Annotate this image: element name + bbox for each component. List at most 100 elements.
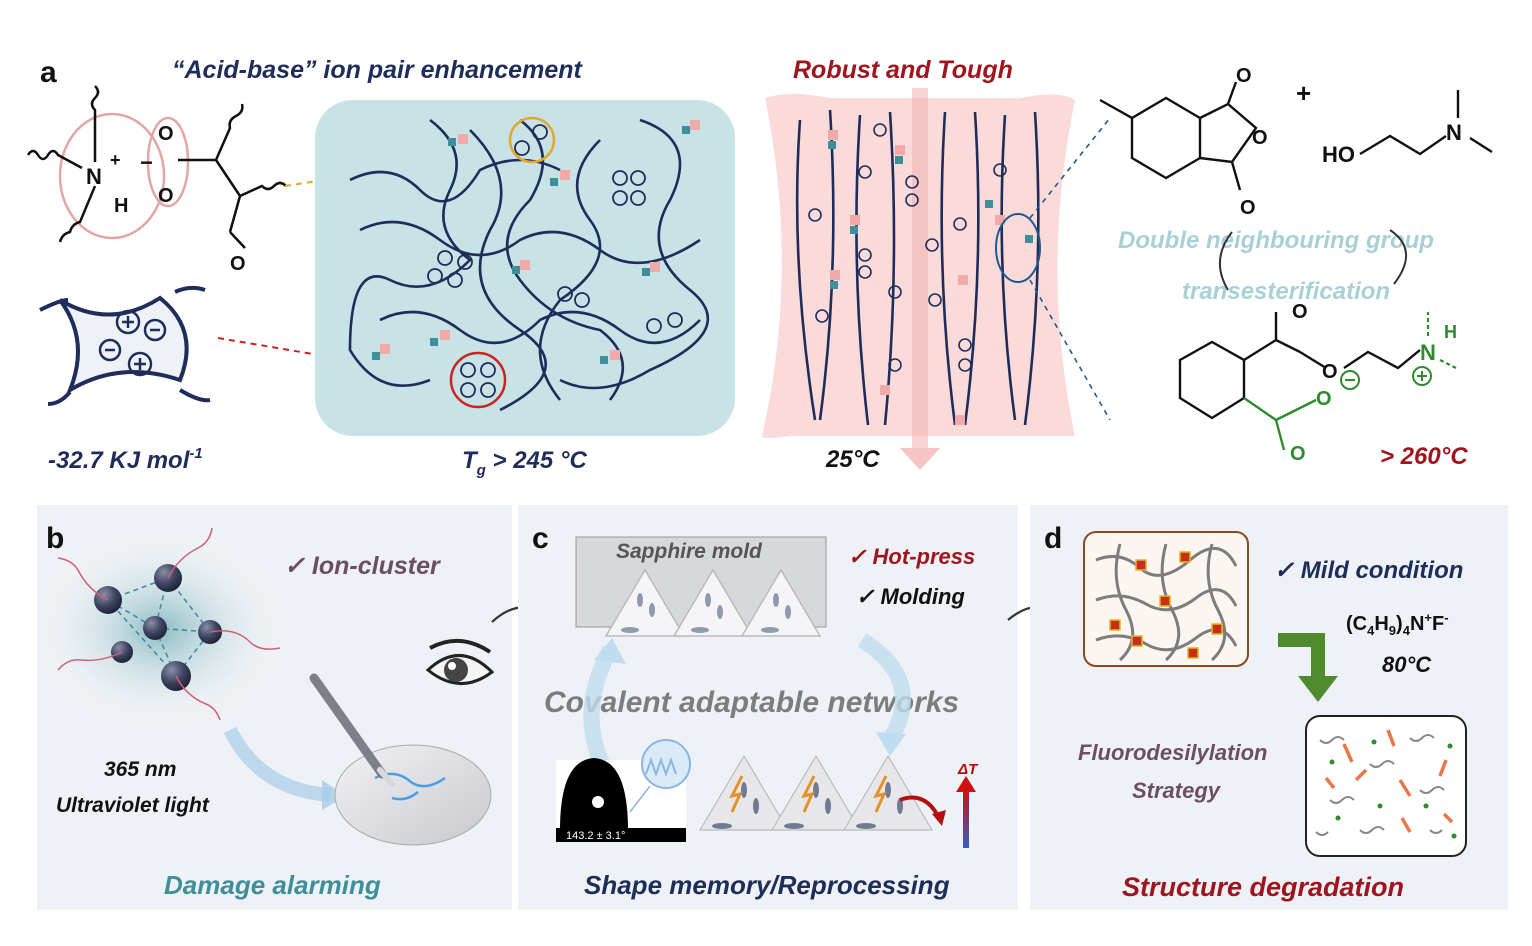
mechanism-line1: Double neighbouring group bbox=[1118, 227, 1434, 254]
dmae-ho-label: HO bbox=[1322, 142, 1355, 167]
scalpel-blade bbox=[377, 767, 395, 787]
panel-letter-c: c bbox=[532, 522, 549, 555]
recovery-arrow-head bbox=[932, 810, 946, 826]
mechanism-line2: transesterification bbox=[1182, 278, 1390, 305]
carboxylate-highlight-ellipse bbox=[146, 116, 190, 208]
delta-t-label: ΔT bbox=[957, 761, 979, 778]
uv-label: Ultraviolet light bbox=[56, 794, 210, 817]
ion-pair-highlight-yellow bbox=[508, 116, 556, 164]
surface-spikes bbox=[645, 757, 677, 777]
carbonyl-o-label: O bbox=[230, 253, 246, 275]
strategy-line2: Strategy bbox=[1132, 778, 1222, 803]
cycle-arrow-down-head bbox=[876, 732, 906, 756]
mechanism-arrow-right bbox=[1389, 229, 1408, 285]
water-droplet bbox=[560, 758, 628, 830]
robust-tough-label: Robust and Tough bbox=[793, 56, 1013, 84]
degradation-arrow-head bbox=[1298, 676, 1338, 702]
teal-units bbox=[372, 126, 690, 364]
ammonium-highlight-ellipse bbox=[58, 112, 166, 240]
mechanism-arrow-left bbox=[1218, 231, 1233, 291]
temperature-arrow-head bbox=[956, 776, 976, 792]
hot-press-label: ✓ Hot-press bbox=[848, 544, 975, 569]
panel-b-caption: Damage alarming bbox=[164, 870, 381, 900]
degradation-temp-label: > 260°C bbox=[1380, 443, 1468, 470]
aligned-pink-units bbox=[828, 130, 1005, 425]
product-methyls bbox=[1426, 312, 1457, 369]
carboxylate-o-bottom: O bbox=[158, 185, 174, 207]
ammonium-n-label: N bbox=[86, 164, 102, 189]
panel-c: c Sapphire mold ✓ Hot-press ✓ Molding Co… bbox=[518, 505, 1018, 910]
fluoride-dots bbox=[1329, 739, 1457, 839]
scalpel-icon bbox=[309, 673, 387, 779]
can-label: Covalent adaptable networks bbox=[544, 686, 959, 719]
binding-energy-label: -32.7 KJ mol-1 bbox=[48, 445, 203, 474]
contact-angle-value: 143.2 ± 3.1° bbox=[566, 830, 625, 842]
degradation-arrow bbox=[1278, 633, 1325, 680]
panel-a: a “Acid-base” ion pair enhancement N + H… bbox=[26, 56, 1493, 479]
uv-arrow-body bbox=[223, 726, 331, 802]
aligned-chains bbox=[795, 109, 1040, 426]
stretch-arrow-head bbox=[900, 448, 940, 470]
network-ion-symbols bbox=[427, 124, 683, 398]
silyl-crosslinks bbox=[1109, 551, 1223, 659]
reprocessed-mesogens bbox=[712, 782, 903, 829]
product-o-ester: O bbox=[1322, 361, 1338, 383]
zoom-connector-bottom bbox=[1029, 279, 1111, 421]
panel-d-caption: Structure degradation bbox=[1122, 872, 1404, 902]
droplet-highlight bbox=[592, 796, 604, 808]
product-minus-circle bbox=[1340, 370, 1360, 390]
panel-letter-d: d bbox=[1044, 522, 1062, 555]
ion-cluster-highlight-red bbox=[449, 351, 507, 409]
panel-letter-a: a bbox=[40, 56, 57, 89]
glass-transition-label: Tg > 245 °C bbox=[462, 447, 588, 479]
dmae-methyls bbox=[1456, 90, 1493, 154]
ammonium-chain-left bbox=[26, 149, 83, 170]
anhydride-o-top: O bbox=[1236, 65, 1252, 87]
product-o-carbonyl: O bbox=[1290, 443, 1306, 465]
zoom-line bbox=[629, 785, 651, 813]
product-n-label: N bbox=[1420, 340, 1436, 365]
substrate-bar bbox=[556, 828, 686, 842]
anhydride-o-bottom: O bbox=[1240, 197, 1256, 219]
mold-label: Sapphire mold bbox=[616, 540, 763, 563]
wavelength-label: 365 nm bbox=[104, 758, 176, 781]
aligned-teal-units bbox=[828, 141, 1033, 289]
polymer-chains bbox=[348, 118, 710, 412]
temperature-gradient-bar bbox=[963, 790, 969, 848]
reaction-temp-label: 80°C bbox=[1382, 652, 1432, 677]
polymer-tails bbox=[57, 527, 281, 721]
tbaf-reagent-label: (C4H9)4N+F- bbox=[1346, 610, 1449, 638]
product-plus-bar bbox=[1417, 371, 1427, 381]
surface-zoom-circle bbox=[641, 739, 691, 789]
strategy-line1: Fluorodesilylation bbox=[1078, 740, 1267, 765]
panel-a-title: “Acid-base” ion pair enhancement bbox=[172, 56, 583, 84]
cycle-arrow-down bbox=[857, 633, 911, 745]
anhydride-structure bbox=[1099, 81, 1258, 191]
product-ring bbox=[1178, 312, 1421, 420]
ammonium-h-label: H bbox=[114, 195, 128, 217]
heat-bolts bbox=[729, 775, 888, 813]
panel-c-caption: Shape memory/Reprocessing bbox=[584, 870, 950, 900]
degraded-strands bbox=[1315, 734, 1445, 836]
dmae-n-label: N bbox=[1446, 120, 1462, 145]
eye-icon bbox=[425, 638, 495, 685]
ammonium-plus-label: + bbox=[110, 150, 121, 170]
silyl-fragments bbox=[1324, 729, 1454, 833]
mold-mesogens bbox=[621, 593, 791, 633]
mold-cones bbox=[604, 568, 822, 637]
zoom-connector-top bbox=[1029, 117, 1111, 219]
mild-condition-label: ✓ Mild condition bbox=[1274, 557, 1463, 584]
degraded-fragments-box bbox=[1305, 715, 1467, 857]
product-o-carboxylate: O bbox=[1316, 388, 1332, 410]
panel-d: d ✓ Mild condition (C4H9)4N+F- 80°C Fluo… bbox=[1030, 505, 1508, 910]
product-plus-circle bbox=[1412, 366, 1432, 386]
carboxylate-bonds-green bbox=[1243, 397, 1317, 451]
backbone-bonds bbox=[178, 103, 287, 249]
panel-letter-b: b bbox=[46, 522, 64, 555]
product-h-label: H bbox=[1444, 322, 1457, 342]
cycle-arrow-up-head bbox=[594, 638, 626, 664]
carboxylate-o-top: O bbox=[158, 123, 174, 145]
plus-sign: + bbox=[1296, 78, 1311, 108]
ion-pair-zoom-ellipse bbox=[995, 213, 1041, 283]
